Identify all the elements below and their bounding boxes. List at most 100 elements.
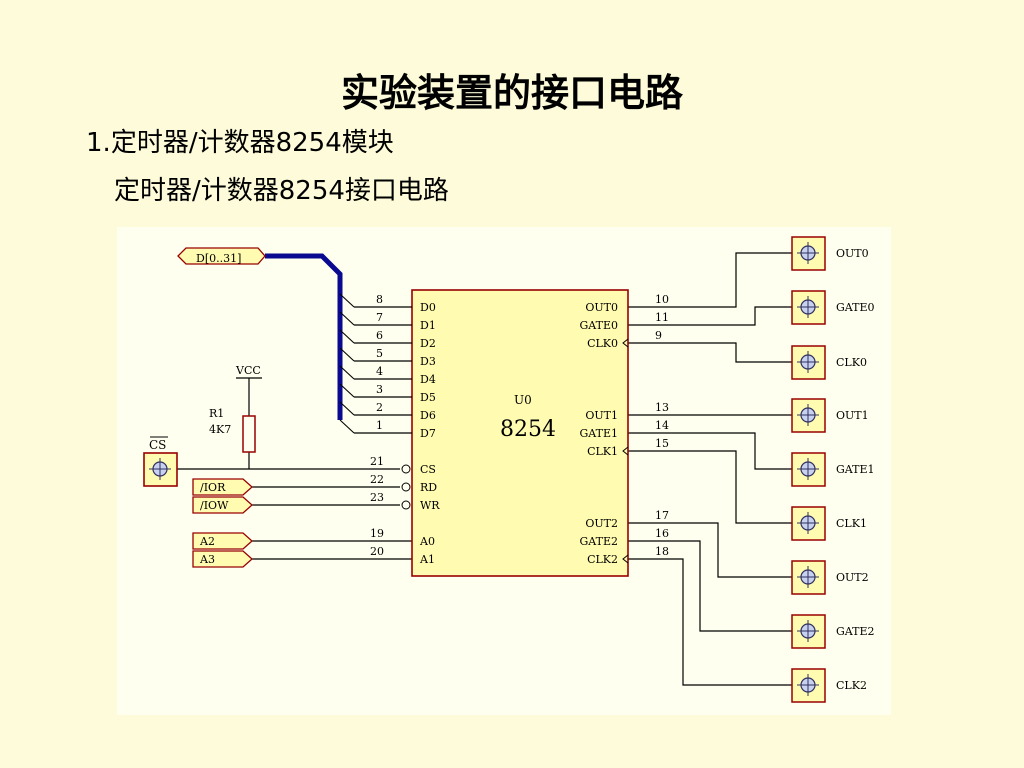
port-a3 — [192, 550, 253, 568]
pin-number: 4 — [376, 365, 383, 378]
connector-label-out0: OUT0 — [836, 247, 869, 260]
pin-number: 6 — [376, 329, 383, 342]
pin-name-d7: D7 — [420, 427, 436, 440]
pin-name-rd: RD — [420, 481, 437, 494]
slide-title: 实验装置的接口电路 — [340, 70, 683, 115]
connector-label-out1: OUT1 — [836, 409, 869, 422]
clock-marker — [622, 338, 629, 348]
subtitle-number: 1. — [86, 128, 111, 158]
port-label: A2 — [199, 535, 215, 548]
pin-name-a0: A0 — [419, 535, 435, 548]
chip-8254 — [411, 289, 629, 577]
bus-entry-d0 — [339, 293, 355, 308]
pin-number: 21 — [370, 455, 384, 468]
subtitle-text: 定时器/计数器8254模块 — [110, 128, 394, 158]
resistor-r1 — [242, 415, 256, 453]
pin-inverter — [401, 482, 411, 492]
pin-inverter — [401, 500, 411, 510]
pin-name-d2: D2 — [420, 337, 436, 350]
bus-entry-d4 — [339, 365, 355, 380]
pin-name-a1: A1 — [419, 553, 435, 566]
pin-number: 5 — [376, 347, 383, 360]
bus-entry-d7 — [339, 419, 355, 434]
connector-label-gate2: GATE2 — [836, 625, 875, 638]
pin-number: 3 — [376, 383, 383, 396]
pin-number: 9 — [655, 329, 662, 342]
diagram-caption: 定时器/计数器8254接口电路 — [114, 176, 449, 206]
pin-name-out2: OUT2 — [585, 517, 618, 530]
pin-number: 19 — [370, 527, 384, 540]
connector-label-out2: OUT2 — [836, 571, 869, 584]
pin-number: 13 — [655, 401, 669, 414]
bus-label-shape — [177, 247, 266, 265]
pin-name-wr: WR — [420, 499, 440, 512]
pin-number: 17 — [655, 509, 669, 522]
pin-name-gate1: GATE1 — [580, 427, 619, 440]
vcc-label: VCC — [235, 364, 261, 377]
pin-name-clk0: CLK0 — [587, 337, 618, 350]
data-bus — [265, 253, 343, 420]
pin-number: 2 — [376, 401, 383, 414]
wire-clk2 — [628, 558, 792, 686]
port-label: A3 — [199, 553, 215, 566]
pin-name-d6: D6 — [420, 409, 436, 422]
pin-name-out1: OUT1 — [585, 409, 618, 422]
pin-number: 11 — [655, 311, 669, 324]
pin-name-clk1: CLK1 — [587, 445, 618, 458]
connector-label-clk1: CLK1 — [836, 517, 867, 530]
pin-name-d3: D3 — [420, 355, 436, 368]
pin-number: 15 — [655, 437, 669, 450]
wire-gate1 — [628, 432, 792, 470]
pin-inverter — [401, 464, 411, 474]
pin-number: 8 — [376, 293, 383, 306]
pin-name-d5: D5 — [420, 391, 436, 404]
wires — [177, 252, 792, 686]
cs-connector-label: CS — [149, 438, 166, 452]
pin-number: 1 — [376, 419, 383, 432]
subtitle: 1.定时器/计数器8254模块 — [86, 122, 394, 159]
wire-clk1 — [628, 450, 792, 524]
pin-number: 10 — [655, 293, 669, 306]
wire-clk0 — [628, 342, 792, 363]
chip-part: 8254 — [500, 417, 556, 442]
bus-label: D[0..31] — [196, 252, 241, 265]
pin-name-d4: D4 — [420, 373, 436, 386]
wire-gate2 — [628, 540, 792, 632]
pin-number: 14 — [655, 419, 669, 432]
clock-marker — [622, 446, 629, 456]
wire-out0 — [628, 252, 792, 308]
wire-gate0 — [628, 306, 792, 326]
pin-name-clk2: CLK2 — [587, 553, 618, 566]
pin-number: 20 — [370, 545, 384, 558]
connector-label-gate0: GATE0 — [836, 301, 875, 314]
clock-marker — [622, 554, 629, 564]
bus-entry-d5 — [339, 383, 355, 398]
pin-number: 23 — [370, 491, 384, 504]
pin-name-d0: D0 — [420, 301, 436, 314]
port-iow — [192, 496, 253, 514]
pin-name-gate0: GATE0 — [580, 319, 619, 332]
resistor-value: 4K7 — [209, 423, 231, 436]
pin-number: 18 — [655, 545, 669, 558]
port-a2 — [192, 532, 253, 550]
port-label: /IOR — [200, 481, 226, 494]
port-label: /IOW — [200, 499, 229, 512]
chip-ref: U0 — [514, 393, 532, 407]
pin-name-d1: D1 — [420, 319, 436, 332]
pin-name-out0: OUT0 — [585, 301, 618, 314]
connector-label-clk2: CLK2 — [836, 679, 867, 692]
pin-name-cs: CS — [420, 463, 436, 476]
pin-name-gate2: GATE2 — [580, 535, 619, 548]
wire-out2 — [628, 522, 792, 578]
pin-number: 7 — [376, 311, 383, 324]
bus-entry-d2 — [339, 329, 355, 344]
connector-label-clk0: CLK0 — [836, 356, 867, 369]
connector-label-gate1: GATE1 — [836, 463, 875, 476]
port-ior — [192, 478, 253, 496]
pin-number: 16 — [655, 527, 669, 540]
resistor-ref: R1 — [209, 407, 224, 420]
pin-number: 22 — [370, 473, 384, 486]
bus-entry-d6 — [339, 401, 355, 416]
